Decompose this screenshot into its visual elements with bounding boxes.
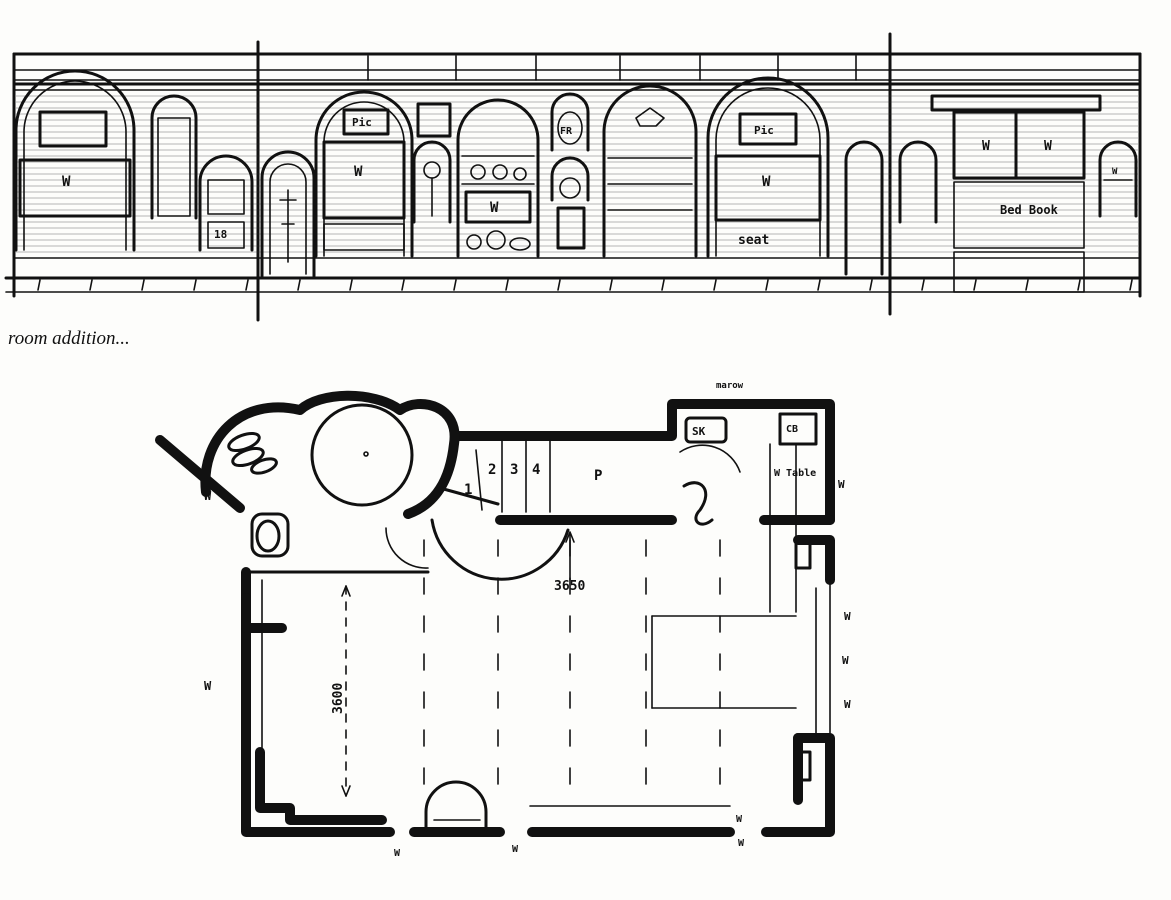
cornice bbox=[12, 52, 1142, 91]
stair-number: 4 bbox=[532, 462, 540, 478]
arched-door bbox=[260, 150, 316, 278]
bed-book-bay: W W Bed Book bbox=[930, 94, 1102, 293]
floor-tick bbox=[609, 279, 613, 291]
floor-tick bbox=[349, 279, 353, 291]
dimension-width: 3650 bbox=[554, 531, 585, 594]
floor-tick bbox=[193, 279, 197, 291]
window-mark-bottom: W bbox=[736, 814, 743, 825]
stair-number: 2 bbox=[488, 462, 496, 478]
floor-tick bbox=[505, 279, 509, 291]
floor-line bbox=[4, 257, 1142, 293]
arched-shelf-unit: W bbox=[456, 98, 540, 258]
window-mark-bottom: W bbox=[394, 848, 401, 859]
cabinet-number: 18 bbox=[214, 228, 227, 241]
end-arched-window: W bbox=[1098, 140, 1138, 218]
outer-walls bbox=[241, 399, 835, 837]
dimension-width-label: 3650 bbox=[554, 579, 585, 594]
floor-tick bbox=[37, 279, 41, 291]
dimension-depth-label: 3600 bbox=[331, 683, 346, 714]
floor-tick bbox=[141, 279, 145, 291]
spiral-stair: 1 2 3 4 P bbox=[385, 439, 602, 581]
window-mark: W bbox=[762, 174, 771, 190]
floor-tick bbox=[1025, 279, 1029, 291]
sink-label: SK bbox=[692, 425, 706, 438]
floor-tick bbox=[869, 279, 873, 291]
floor-tick bbox=[713, 279, 717, 291]
small-arched-window bbox=[898, 140, 938, 224]
narrow-door bbox=[844, 140, 884, 276]
bottom-door bbox=[424, 780, 488, 832]
window-mark: W bbox=[354, 164, 363, 180]
small-arched-cabinet: 18 bbox=[198, 154, 254, 252]
window-mark: W bbox=[982, 139, 990, 154]
stair-number: 3 bbox=[510, 462, 518, 478]
top-marker: marow bbox=[716, 381, 744, 391]
floor-tick bbox=[401, 279, 405, 291]
floor-tick bbox=[89, 279, 93, 291]
table-label: W Table bbox=[774, 468, 816, 479]
floor-tick bbox=[1077, 279, 1081, 291]
floor-tick bbox=[921, 279, 925, 291]
arched-window-1: W bbox=[14, 69, 136, 252]
round-bay-windows bbox=[155, 390, 460, 558]
lamp-niche bbox=[412, 102, 452, 224]
window-mark: W bbox=[1112, 167, 1118, 177]
fr-label: FR bbox=[560, 126, 573, 137]
dashed-beam-lines bbox=[423, 539, 721, 791]
inner-wall-lines bbox=[261, 579, 831, 807]
seat-label: seat bbox=[738, 233, 769, 248]
floor-tick bbox=[453, 279, 457, 291]
fr-niche: FR bbox=[550, 92, 590, 250]
arched-window-4: Pic W seat bbox=[706, 76, 830, 258]
arched-bookshelf bbox=[602, 84, 698, 258]
window-mark-bottom: W bbox=[738, 838, 745, 849]
floor-tick bbox=[245, 279, 249, 291]
window-mark-right: W bbox=[838, 478, 845, 491]
floor-tick bbox=[817, 279, 821, 291]
window-mark: W bbox=[1044, 139, 1052, 154]
brick-hatching bbox=[16, 95, 1138, 253]
caption: room addition... bbox=[8, 328, 130, 349]
bed-book-label: Bed Book bbox=[1000, 203, 1059, 217]
picture-label: Pic bbox=[352, 116, 372, 129]
floor-tick bbox=[661, 279, 665, 291]
floor-tick bbox=[557, 279, 561, 291]
window-mark-right: W bbox=[842, 654, 849, 667]
floor-tick bbox=[973, 279, 977, 291]
pantry-label: P bbox=[594, 468, 602, 484]
window-mark-left: W bbox=[204, 679, 212, 693]
window-mark-right: W bbox=[844, 698, 851, 711]
window-mark: W bbox=[62, 174, 71, 190]
window-mark-bottom: W bbox=[512, 844, 519, 855]
floor-tick bbox=[1129, 279, 1133, 291]
window-mark: W bbox=[490, 200, 499, 216]
dimension-depth: 3600 bbox=[331, 585, 351, 797]
wall-elevation-drawing: W 18 Pic W bbox=[4, 32, 1142, 322]
picture-label: Pic bbox=[754, 124, 774, 137]
floor-tick bbox=[765, 279, 769, 291]
kitchen: SK CB W Table bbox=[679, 412, 818, 782]
window-mark-right: W bbox=[844, 610, 851, 623]
tall-niche bbox=[150, 94, 198, 220]
arched-window-2: Pic W bbox=[314, 90, 414, 258]
cupboard-label: CB bbox=[786, 424, 798, 435]
window-mark-left: W bbox=[204, 489, 212, 503]
floor-ticks bbox=[37, 279, 1133, 291]
stair-number: 1 bbox=[464, 482, 472, 498]
floor-tick bbox=[297, 279, 301, 291]
